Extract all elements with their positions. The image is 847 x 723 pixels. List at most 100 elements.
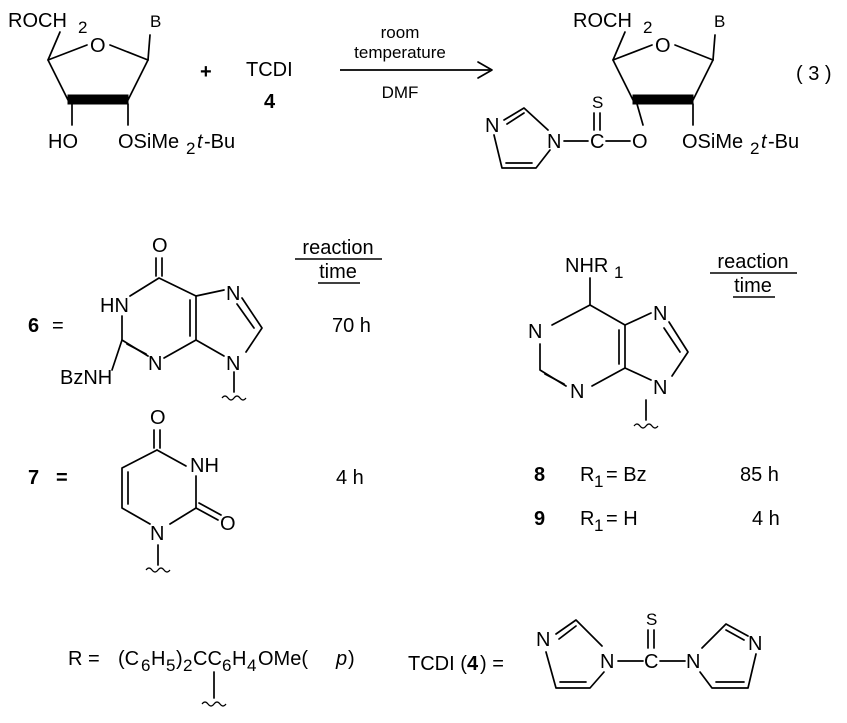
- subscript-2: 2: [78, 18, 87, 37]
- uracil-o2: O: [220, 513, 236, 535]
- header-time-right: time: [734, 275, 772, 297]
- uracil-n3h: NH: [190, 455, 219, 477]
- product-nucleoside: ROCH 2 B O O OSiMe 2 t -Bu S C N N: [485, 10, 799, 169]
- uracil-c2-o: [195, 507, 219, 521]
- adenine-attachment-wavy: [633, 423, 659, 429]
- hydroxyl-label: HO: [48, 131, 78, 153]
- guanine-n1h: HN: [100, 295, 129, 317]
- r-cc: CC: [193, 648, 222, 670]
- base-6-eq: =: [52, 315, 64, 337]
- r-sub6: 6: [141, 656, 150, 675]
- tcdi-left-n3: N: [536, 629, 550, 651]
- tcdi-c: C: [644, 651, 658, 673]
- row-8-r: R: [580, 464, 594, 486]
- product-tert-t: t: [761, 131, 768, 153]
- row-8-time: 85 h: [740, 464, 779, 486]
- row-9-r: R: [580, 508, 594, 530]
- base-7-number: 7: [28, 467, 39, 489]
- product-bond-c1-c2: [692, 59, 714, 101]
- row-8-value: = Bz: [606, 464, 647, 486]
- guanine-ring-b: [121, 315, 149, 357]
- bond-o-c1: [109, 44, 149, 61]
- tert-t: t: [197, 131, 204, 153]
- tcdi-right-n3: N: [748, 633, 762, 655]
- tcdi-right-top: [701, 623, 749, 649]
- r-definition: R = (C 6 H 5 ) 2 CC 6 H 4 OMe( p ): [68, 648, 355, 707]
- adenine-substituent-sub: 1: [614, 263, 623, 282]
- row-8-number: 8: [534, 464, 545, 486]
- equation-number: ( 3 ): [796, 63, 832, 85]
- tcdi-right-double: [725, 629, 745, 641]
- imidazole-n3: N: [485, 115, 499, 137]
- tcdi-left-n1: N: [600, 651, 614, 673]
- adenine-n3: N: [570, 381, 584, 403]
- product-bond-o-c1: [674, 44, 714, 61]
- starting-nucleoside: ROCH 2 B O HO OSiMe 2 t -Bu: [8, 10, 235, 158]
- bond-c1-base: [147, 34, 151, 61]
- adenine-n7: N: [653, 303, 667, 325]
- bond-c5-c4: [47, 31, 61, 61]
- adenine-n1-c2-n3: [539, 343, 567, 387]
- r-sub2: 2: [183, 656, 192, 675]
- r-paren: ): [176, 648, 183, 670]
- guanine-imidazole: [241, 297, 263, 353]
- adenine-n9: N: [653, 377, 667, 399]
- ring-oxygen-label: O: [90, 35, 106, 57]
- tcdi-right-bottom: [699, 653, 757, 689]
- r-h4: H: [232, 648, 246, 670]
- guanine-n7: N: [226, 283, 240, 305]
- r-h5: H: [151, 648, 165, 670]
- guanine-double-c8: [236, 303, 255, 329]
- imidazole-double: [506, 112, 525, 125]
- product-c5-label: ROCH: [573, 10, 632, 32]
- r-sub5: 5: [166, 656, 175, 675]
- adenine-c6-n1: [551, 304, 591, 326]
- product-base-label: B: [714, 12, 725, 31]
- reagent-number: 4: [264, 91, 276, 113]
- product-bond-c3-o: [636, 103, 644, 126]
- silyl-ether-label: OSiMe: [118, 131, 179, 153]
- guanine-ring-a: [129, 277, 197, 359]
- product-bold-bond: [632, 94, 694, 105]
- bond-c1-c2: [127, 59, 149, 101]
- row-9-time: 4 h: [752, 508, 780, 530]
- conditions-line1: room: [381, 23, 420, 42]
- adenine-double-c2n3: [544, 373, 565, 385]
- product-subscript-2: 2: [643, 18, 652, 37]
- tcdi-right-n1: N: [686, 651, 700, 673]
- base-label: B: [150, 12, 161, 31]
- tcdi-left-top: [555, 619, 603, 647]
- adenine-double-c8: [663, 327, 681, 353]
- imidazole-n1: N: [547, 131, 561, 153]
- row-9: 9 R 1 = H 4 h: [534, 508, 780, 535]
- guanine-n9: N: [226, 353, 240, 375]
- tcdi-s: S: [646, 610, 657, 629]
- product-bond-c4-o: [612, 44, 653, 61]
- product-bond-c4-c3: [612, 59, 634, 101]
- thiocarbonyl-c: C: [590, 131, 604, 153]
- uracil-attachment-wavy: [145, 567, 171, 573]
- row-9-r-sub: 1: [594, 516, 603, 535]
- guanine-attachment-wavy: [221, 395, 247, 401]
- guanine-c4-n9: [195, 339, 225, 357]
- c5-substituent-label: ROCH: [8, 10, 67, 32]
- tcdi-definition: TCDI ( 4 ) = N N C S N N: [408, 610, 762, 689]
- tcdi-left-double: [558, 625, 577, 640]
- thiocarbonyl-s: S: [592, 93, 603, 112]
- adenine-c4-n9: [624, 367, 652, 381]
- uracil-c4-n3: [156, 449, 187, 467]
- guanine-bznh: BzNH: [60, 367, 112, 389]
- r-sub4: 4: [247, 656, 256, 675]
- header-reaction-right: reaction: [717, 251, 788, 273]
- uracil-o4: O: [150, 407, 166, 429]
- adenine-structure: NHR 1 N N N N: [528, 255, 689, 429]
- adenine-n1: N: [528, 321, 542, 343]
- r-c6h5-open: (C: [118, 648, 139, 670]
- imidazole-bonds-bottom: [493, 134, 551, 169]
- product-bond-c1-base: [712, 34, 716, 61]
- r-lhs: R =: [68, 648, 100, 670]
- guanine-n3: N: [148, 353, 162, 375]
- product-ring-oxygen: O: [655, 35, 671, 57]
- base-6-structure: 6 = O HN N N N BzNH 70 h: [28, 235, 371, 401]
